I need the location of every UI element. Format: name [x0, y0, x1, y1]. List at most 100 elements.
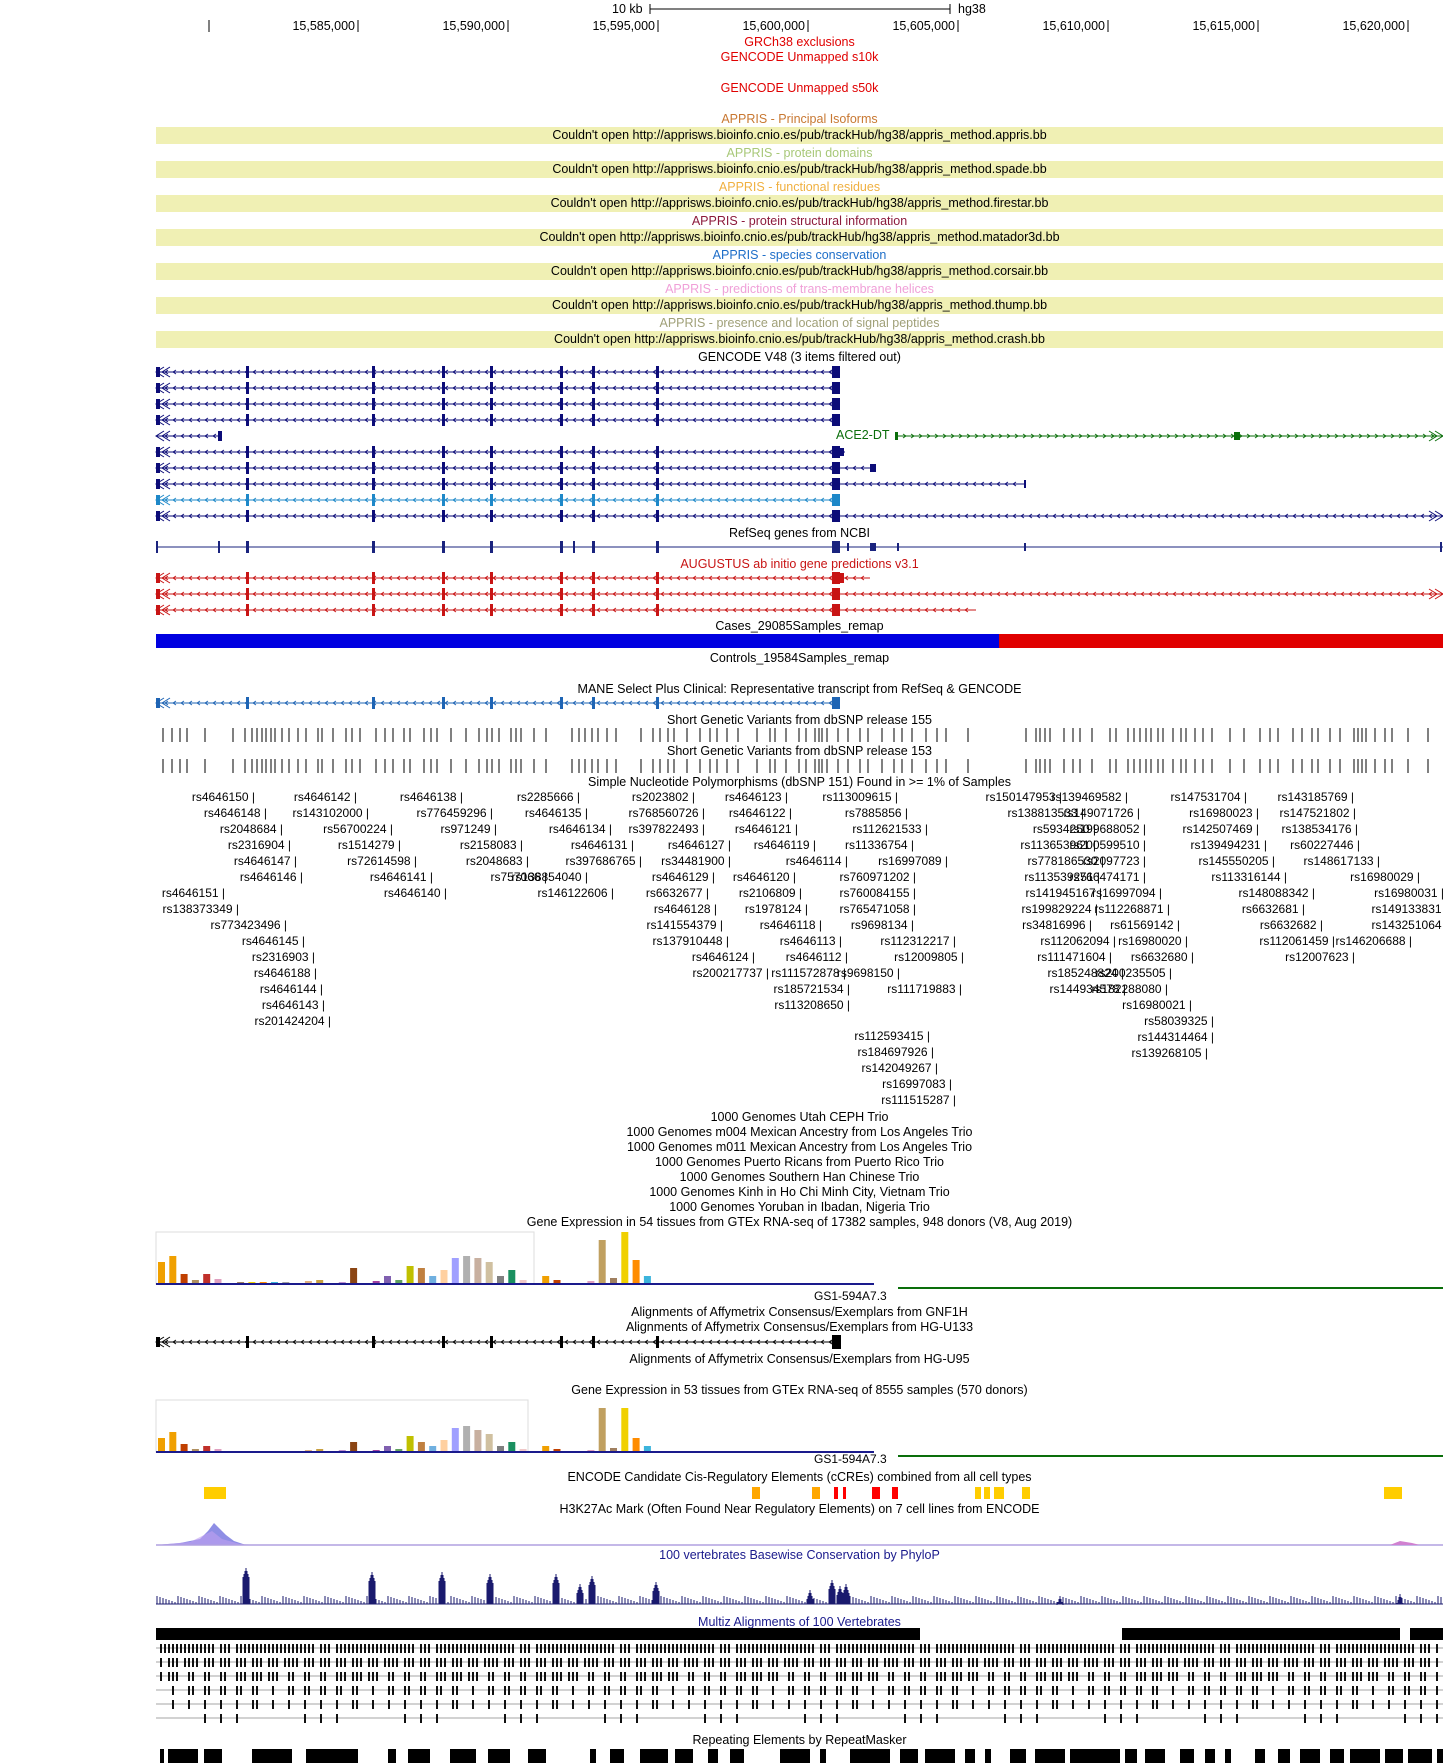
snp-label[interactable]: rs2106809 | — [738, 886, 802, 900]
snp-label[interactable]: rs4646138 | — [399, 790, 463, 804]
snp-label[interactable]: rs112062094 | — [1040, 934, 1116, 948]
snp-label[interactable]: rs16997094 | — [1092, 886, 1162, 900]
cases-bar-red[interactable] — [999, 634, 1443, 648]
track-dbsnp155-title[interactable]: Short Genetic Variants from dbSNP releas… — [667, 713, 932, 727]
snp-label[interactable]: rs112621533 | — [852, 822, 928, 836]
snp-label[interactable]: rs113539251 | — [1024, 870, 1100, 884]
snp-label[interactable]: rs4646124 | — [691, 950, 755, 964]
snp-label[interactable]: rs4646112 | — [785, 950, 848, 964]
snp-label[interactable]: rs148617133 | — [1303, 854, 1380, 868]
snp-label[interactable]: rs139494231 | — [1190, 838, 1267, 852]
snp-label[interactable]: rs16980023 | — [1189, 806, 1259, 820]
track-appris-signal-peptides-title[interactable]: APPRIS - presence and location of signal… — [659, 316, 940, 330]
snp-label[interactable]: rs12009805 | — [894, 950, 964, 964]
snp-label[interactable]: rs138854040 | — [511, 870, 588, 884]
snp-label[interactable]: rs2285666 | — [516, 790, 580, 804]
snp-label[interactable]: rs61569142 | — [1110, 918, 1180, 932]
snp-label[interactable]: rs2023802 | — [631, 790, 695, 804]
snp-label[interactable]: rs4646145 | — [241, 934, 305, 948]
snp-label[interactable]: rs72614598 | — [347, 854, 417, 868]
track-appris-structural-title[interactable]: APPRIS - protein structural information — [691, 214, 908, 228]
snp-label[interactable]: rs143251064 | — [1371, 918, 1443, 932]
snp-label[interactable]: rs182288080 | — [1091, 982, 1168, 996]
track-controls-title[interactable]: Controls_19584Samples_remap — [709, 651, 890, 665]
track-trio-m011-title[interactable]: 1000 Genomes m011 Mexican Ancestry from … — [626, 1140, 973, 1154]
snp-label[interactable]: rs766474171 | — [1069, 870, 1146, 884]
snp-label[interactable]: rs16980029 | — [1350, 870, 1420, 884]
snp-label[interactable]: rs4646144 | — [259, 982, 323, 996]
track-gencode-unmapped-50k-title[interactable]: GENCODE Unmapped s50k — [720, 81, 879, 95]
snp-label[interactable]: rs776459296 | — [416, 806, 493, 820]
snp-label[interactable]: rs16980021 | — [1122, 998, 1192, 1012]
gtex-v8-expression-bars[interactable] — [0, 1230, 1443, 1290]
snp-label[interactable]: rs971249 | — [440, 822, 498, 836]
snp-label[interactable]: rs4646128 | — [653, 902, 717, 916]
snp-label[interactable]: rs4646142 | — [293, 790, 357, 804]
snp-label[interactable]: rs4646127 | — [667, 838, 731, 852]
snp-label[interactable]: rs139469582 | — [1051, 790, 1128, 804]
snp-label[interactable]: rs58039325 | — [1144, 1014, 1214, 1028]
mane-transcript[interactable] — [0, 695, 1443, 711]
snp-label[interactable]: rs4646143 | — [261, 998, 325, 1012]
snp-label[interactable]: rs34816996 | — [1022, 918, 1092, 932]
snp-label[interactable]: rs34481900 | — [661, 854, 731, 868]
snp-label[interactable]: rs4646151 | — [161, 886, 225, 900]
track-repeatmasker-title[interactable]: Repeating Elements by RepeatMasker — [692, 1733, 907, 1747]
snp-label[interactable]: rs4646135 | — [524, 806, 588, 820]
track-gtex-old-title[interactable]: Gene Expression in 53 tissues from GTEx … — [571, 1383, 1028, 1397]
snp-label[interactable]: rs111515287 | — [881, 1093, 956, 1107]
snp-label[interactable]: rs2316904 | — [227, 838, 291, 852]
track-affy-gnf1h-title[interactable]: Alignments of Affymetrix Consensus/Exemp… — [631, 1305, 968, 1319]
snp-label[interactable]: rs4646140 | — [383, 886, 447, 900]
snp-label[interactable]: rs5934250 | — [1032, 822, 1096, 836]
gtex-gene-label[interactable]: GS1-594A7.3 — [814, 1452, 887, 1466]
snp-label[interactable]: rs200217737 | — [692, 966, 769, 980]
track-refseq-title[interactable]: RefSeq genes from NCBI — [728, 526, 871, 540]
snp-label[interactable]: rs146122606 | — [537, 886, 614, 900]
snp-label[interactable]: rs4646150 | — [191, 790, 255, 804]
snp-label[interactable]: rs144934578 | — [1049, 982, 1126, 996]
snp-label[interactable]: rs4646122 | — [728, 806, 792, 820]
snp-label[interactable]: rs2158083 | — [459, 838, 523, 852]
snp-label[interactable]: rs4646119 | — [753, 838, 816, 852]
snp-label[interactable]: rs2048683 | — [465, 854, 529, 868]
snp-label[interactable]: rs6632680 | — [1130, 950, 1194, 964]
snp-label[interactable]: rs111471604 | — [1037, 950, 1112, 964]
snp-label[interactable]: rs16997089 | — [878, 854, 948, 868]
track-phylop-title[interactable]: 100 vertebrates Basewise Conservation by… — [659, 1548, 940, 1562]
track-affy-u133-title[interactable]: Alignments of Affymetrix Consensus/Exemp… — [625, 1320, 974, 1334]
refseq-gene[interactable] — [0, 539, 1443, 555]
snp-label[interactable]: rs112593415 | — [854, 1029, 930, 1043]
snp-label[interactable]: rs112312217 | — [880, 934, 956, 948]
track-augustus-title[interactable]: AUGUSTUS ab initio gene predictions v3.1 — [680, 557, 919, 571]
snp-label[interactable]: rs4646148 | — [203, 806, 267, 820]
snp-label[interactable]: rs11336754 | — [845, 838, 914, 852]
snp-label[interactable]: rs4646131 | — [570, 838, 634, 852]
snp-label[interactable]: rs185248824 | — [1047, 966, 1124, 980]
snp-label[interactable]: rs4646121 | — [734, 822, 798, 836]
snp-label[interactable]: rs113208650 | — [774, 998, 850, 1012]
snp-label[interactable]: rs143102000 | — [292, 806, 369, 820]
track-trio-yri-title[interactable]: 1000 Genomes Yoruban in Ibadan, Nigeria … — [669, 1200, 930, 1214]
snp-label[interactable]: rs147521802 | — [1279, 806, 1356, 820]
snp-label[interactable]: rs397822493 | — [628, 822, 705, 836]
track-trio-m004-title[interactable]: 1000 Genomes m004 Mexican Ancestry from … — [626, 1125, 973, 1139]
snp-label[interactable]: rs16997083 | — [882, 1077, 952, 1091]
track-appris-principal-title[interactable]: APPRIS - Principal Isoforms — [721, 112, 878, 126]
track-gtex-v8-title[interactable]: Gene Expression in 54 tissues from GTEx … — [526, 1215, 1073, 1229]
snp-label[interactable]: rs6632682 | — [1259, 918, 1323, 932]
snp-label[interactable]: rs4646134 | — [548, 822, 612, 836]
snp-label[interactable]: rs1514279 | — [337, 838, 401, 852]
snp-label[interactable]: rs199829224 | — [1021, 902, 1098, 916]
track-gencode-title[interactable]: GENCODE V48 (3 items filtered out) — [698, 350, 901, 364]
snp-label[interactable]: rs9698150 | — [836, 966, 900, 980]
snp-label[interactable]: rs113316144 | — [1211, 870, 1287, 884]
ace2-dt-label[interactable]: ACE2-DT — [836, 428, 890, 442]
snp-label[interactable]: rs1978124 | — [744, 902, 808, 916]
snp-label[interactable]: rs773423496 | — [210, 918, 287, 932]
snp-label[interactable]: rs16980031 | — [1374, 886, 1443, 900]
snp-label[interactable]: rs137910448 | — [652, 934, 729, 948]
multiz-alignments[interactable] — [0, 1628, 1443, 1738]
snp-label[interactable]: rs4646129 | — [651, 870, 715, 884]
snp-label[interactable]: rs765471058 | — [839, 902, 916, 916]
